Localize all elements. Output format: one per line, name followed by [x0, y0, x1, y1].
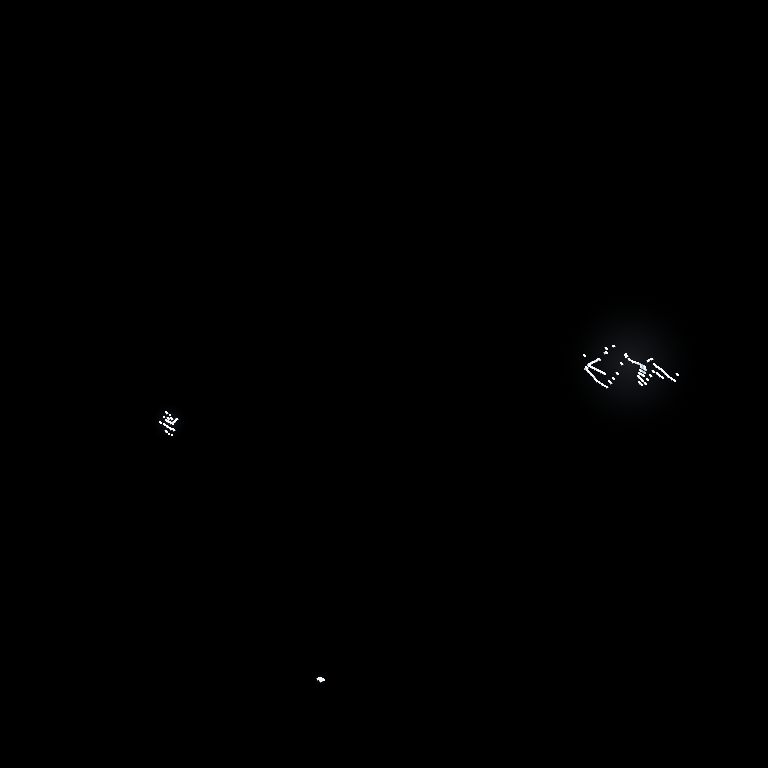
- bright-pixel-mask-canvas: [0, 0, 768, 768]
- image-canvas-root: Sparse Bright Pixel Mask Near-black rast…: [0, 0, 768, 768]
